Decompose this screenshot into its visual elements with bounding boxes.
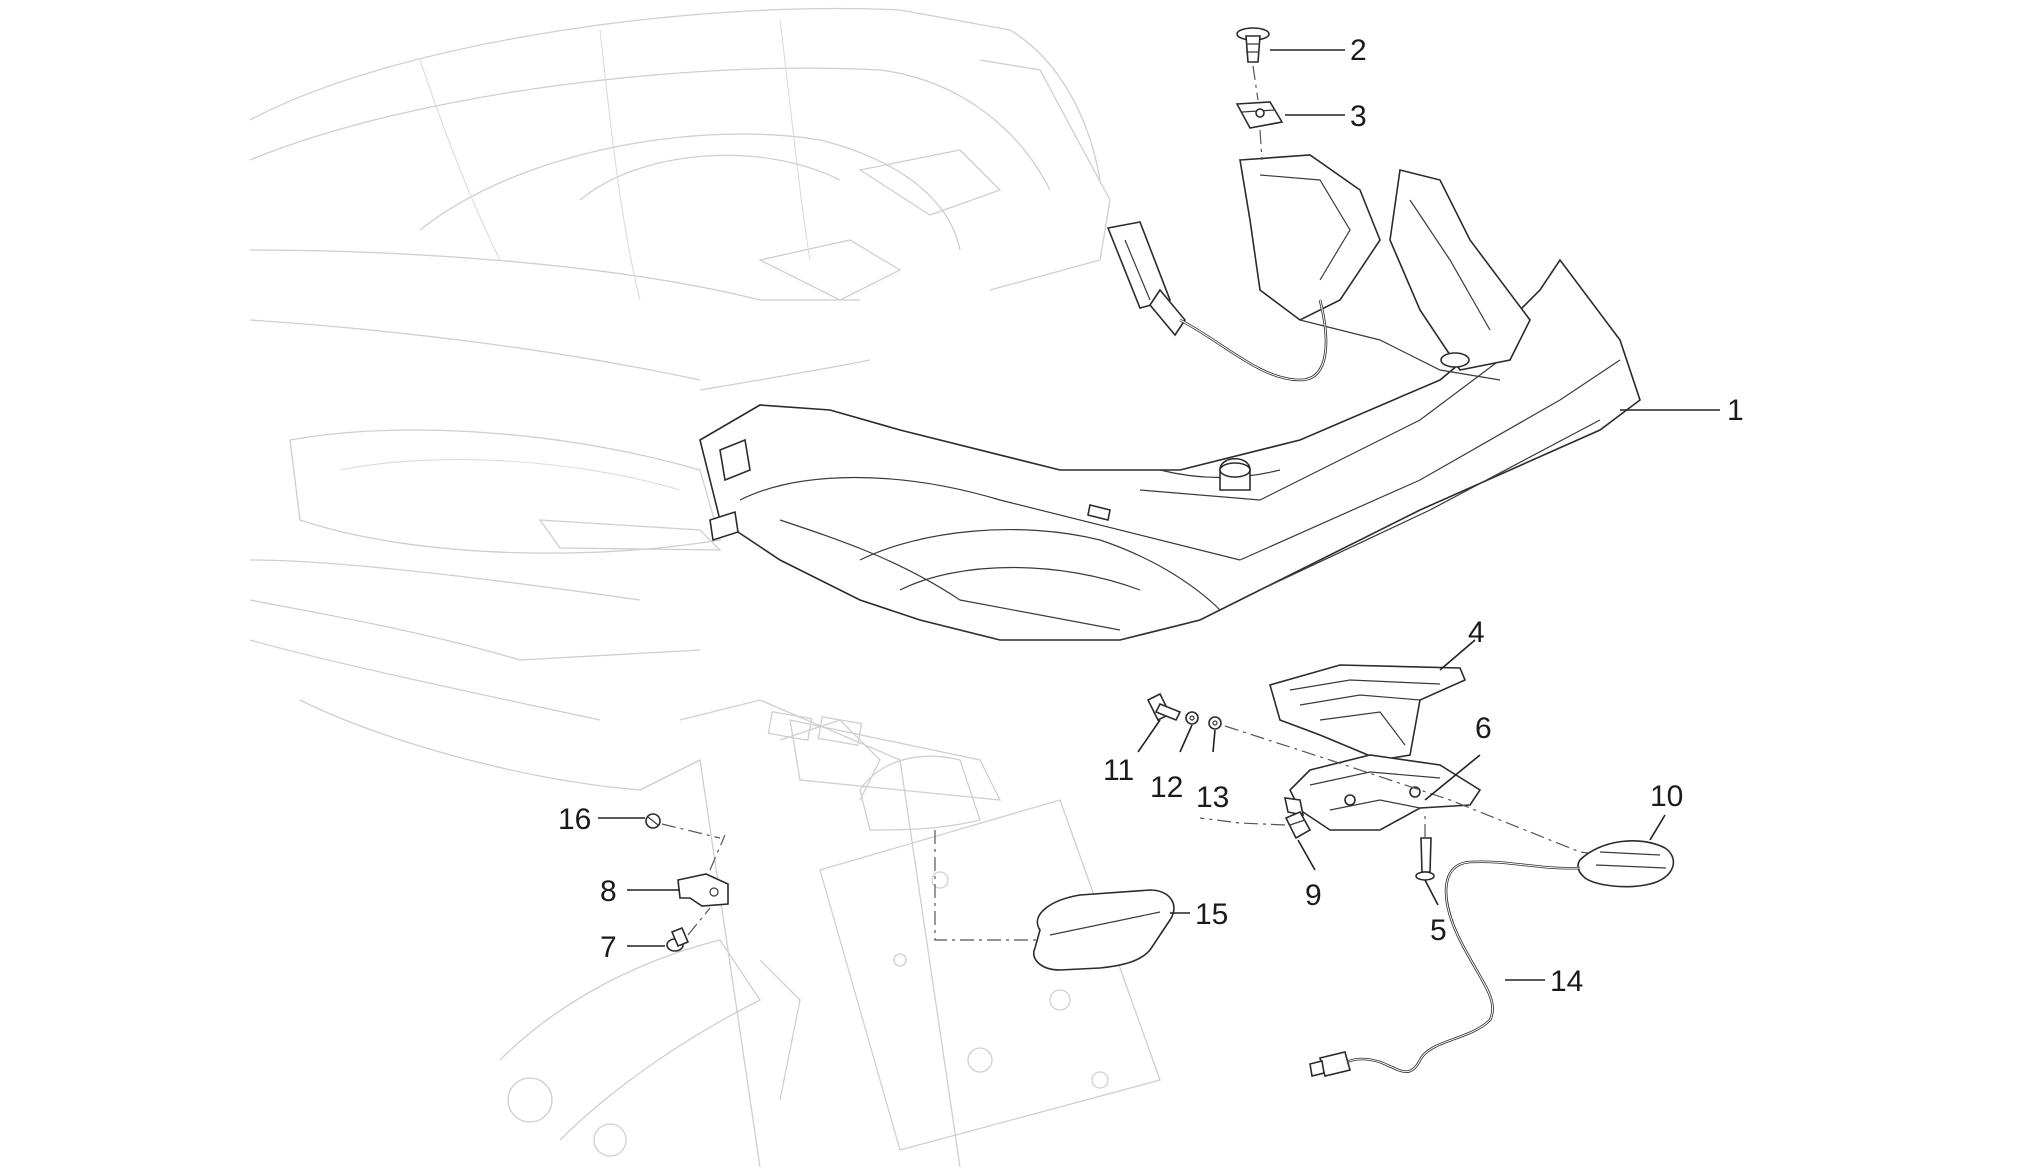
callout-leaders [598, 49, 1720, 981]
callout-10: 10 [1650, 780, 1683, 813]
taillight-assembly [699, 154, 1641, 641]
callout-6: 6 [1475, 712, 1492, 745]
hook-bracket-part-8 [677, 873, 729, 907]
washer-part-12 [1185, 711, 1199, 725]
callout-1: 1 [1727, 394, 1744, 427]
screw-part-2 [1236, 27, 1270, 63]
license-light-cover-part-4 [1269, 664, 1467, 761]
callout-16: 16 [558, 803, 591, 836]
assembly-axis-15 [934, 830, 1040, 941]
clip-nut-part-9 [1284, 810, 1312, 840]
washer-part-13 [1208, 716, 1222, 730]
assembly-axis-8 [709, 834, 726, 871]
screw-part-11 [1146, 692, 1182, 722]
screw-part-5 [1415, 837, 1435, 881]
assembly-axis-9 [1199, 817, 1286, 826]
scooter-body-outline [249, 7, 1161, 1167]
callout-14: 14 [1550, 965, 1583, 998]
callout-12: 12 [1150, 771, 1183, 804]
clip-nut-part-3 [1235, 101, 1284, 129]
callout-labels: 1 2 3 4 5 6 7 8 9 10 11 12 13 14 15 16 [558, 34, 1744, 998]
callout-5: 5 [1430, 914, 1447, 947]
callout-4: 4 [1468, 616, 1485, 649]
lamp-cable-part-14 [1309, 860, 1581, 1077]
taillight-connector [1106, 221, 1328, 382]
assembly-axis-16 [661, 823, 721, 839]
bracket-part-6 [1283, 754, 1482, 831]
callout-3: 3 [1350, 100, 1367, 133]
license-lamp-part-10 [1577, 840, 1675, 888]
callout-11: 11 [1103, 754, 1134, 787]
callout-9: 9 [1305, 879, 1322, 912]
callout-8: 8 [600, 875, 617, 908]
assembly-axis-7 [687, 907, 711, 936]
clip-part-16 [645, 813, 661, 829]
screw-part-7 [666, 926, 690, 952]
callout-13: 13 [1196, 781, 1229, 814]
assembly-axis-3-1 [1259, 129, 1263, 161]
license-lens-part-15 [1033, 889, 1175, 971]
callout-15: 15 [1195, 898, 1228, 931]
callout-7: 7 [600, 931, 617, 964]
assembly-axis-2-3 [1252, 65, 1259, 101]
callout-2: 2 [1350, 34, 1367, 67]
